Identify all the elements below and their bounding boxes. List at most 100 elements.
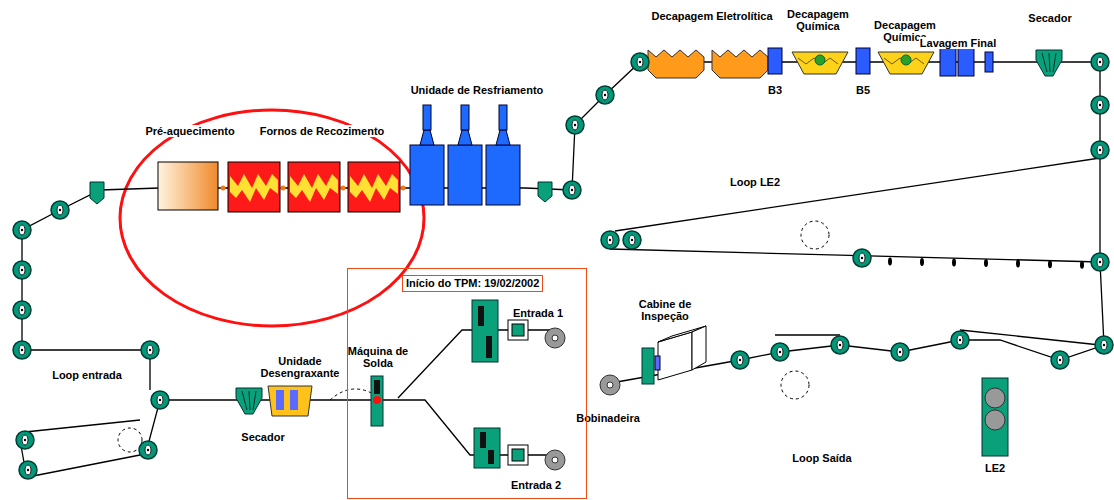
entry-equipment <box>373 396 381 404</box>
roller <box>19 461 37 479</box>
roller <box>51 201 69 219</box>
furnaces <box>158 162 218 210</box>
pickling-section <box>792 52 848 74</box>
roller <box>13 221 31 239</box>
roller <box>1095 336 1113 354</box>
roller <box>1059 359 1061 361</box>
roller <box>601 231 619 249</box>
roller <box>13 301 31 319</box>
cooling-unit <box>410 105 552 205</box>
roller <box>1091 53 1109 71</box>
roller <box>24 439 26 441</box>
exit-equipment <box>642 348 654 384</box>
entry-equipment <box>472 300 498 362</box>
roller <box>623 231 641 249</box>
roller <box>596 86 614 104</box>
roller <box>147 345 153 355</box>
roller <box>1051 351 1069 369</box>
roller <box>853 249 871 267</box>
equipment-label: Secador <box>240 431 285 443</box>
roller <box>563 181 581 199</box>
small-roller-group <box>952 259 956 267</box>
pickling-section <box>712 50 768 78</box>
roller-group <box>13 53 1113 479</box>
roller <box>777 347 783 357</box>
cooling-unit <box>538 182 552 202</box>
roller <box>604 94 606 96</box>
roller <box>731 351 749 369</box>
roller <box>159 399 161 401</box>
entry-equipment <box>545 450 565 470</box>
roller <box>21 349 23 351</box>
roller <box>1057 355 1063 365</box>
furnaces <box>158 162 406 212</box>
entry-equipment <box>545 328 565 348</box>
entry-equipment <box>512 449 524 461</box>
pickling-section <box>648 48 1062 78</box>
strip <box>20 62 1104 477</box>
roller <box>13 261 31 279</box>
equipment-label: B5 <box>855 84 871 96</box>
equipment-label: Entrada 1 <box>512 307 564 319</box>
roller <box>151 391 169 409</box>
pickling-section <box>878 52 934 74</box>
furnaces <box>228 162 280 212</box>
equipment-label: Lavagem Final <box>919 37 997 49</box>
dashed-roller <box>781 371 809 399</box>
roller <box>739 359 741 361</box>
roller <box>16 431 34 449</box>
roller <box>771 343 789 361</box>
furnaces <box>281 186 286 191</box>
pickling-section <box>958 48 974 76</box>
roller <box>631 53 649 71</box>
roller <box>601 231 619 249</box>
degreasing-unit <box>90 182 104 204</box>
roller <box>1099 61 1101 63</box>
exit-equipment <box>692 326 706 370</box>
roller <box>149 349 151 351</box>
roller <box>596 86 614 104</box>
roller <box>1097 57 1103 67</box>
roller <box>897 347 903 357</box>
roller <box>1091 253 1109 271</box>
roller <box>831 336 849 354</box>
tpm-area-frame: Início do TPM: 19/02/2002 <box>347 268 587 499</box>
small-roller-group <box>888 257 1084 268</box>
roller <box>1051 351 1069 369</box>
furnaces <box>401 186 406 191</box>
exit-equipment <box>658 332 692 380</box>
roller <box>859 253 865 263</box>
roller <box>139 441 157 459</box>
degreasing-unit <box>276 390 284 410</box>
cooling-unit <box>448 105 482 205</box>
furnaces <box>348 162 400 212</box>
roller <box>13 221 31 239</box>
small-roller-group <box>1016 260 1020 268</box>
roller <box>639 61 641 63</box>
roller <box>1091 141 1109 159</box>
pickling-section <box>856 48 870 74</box>
roller <box>574 124 576 126</box>
roller <box>563 181 581 199</box>
roller <box>779 351 781 353</box>
degreasing-unit <box>90 182 312 416</box>
equipment-label: Entrada 2 <box>510 479 562 491</box>
entry-equipment <box>512 324 524 336</box>
degreasing-unit <box>290 390 298 410</box>
roller <box>623 231 641 249</box>
furnaces <box>341 186 346 191</box>
entry-equipment <box>474 428 500 468</box>
roller <box>837 340 843 350</box>
exit-equipment <box>985 410 1005 430</box>
furnaces <box>221 186 226 191</box>
roller <box>861 257 863 259</box>
pickling-section <box>648 50 704 78</box>
roller <box>21 309 23 311</box>
dashed-roller <box>801 221 829 249</box>
roller <box>19 345 25 355</box>
roller <box>13 301 31 319</box>
roller <box>19 305 25 315</box>
roller <box>1099 104 1101 106</box>
equipment-label: LE2 <box>984 462 1006 474</box>
roller <box>737 355 743 365</box>
